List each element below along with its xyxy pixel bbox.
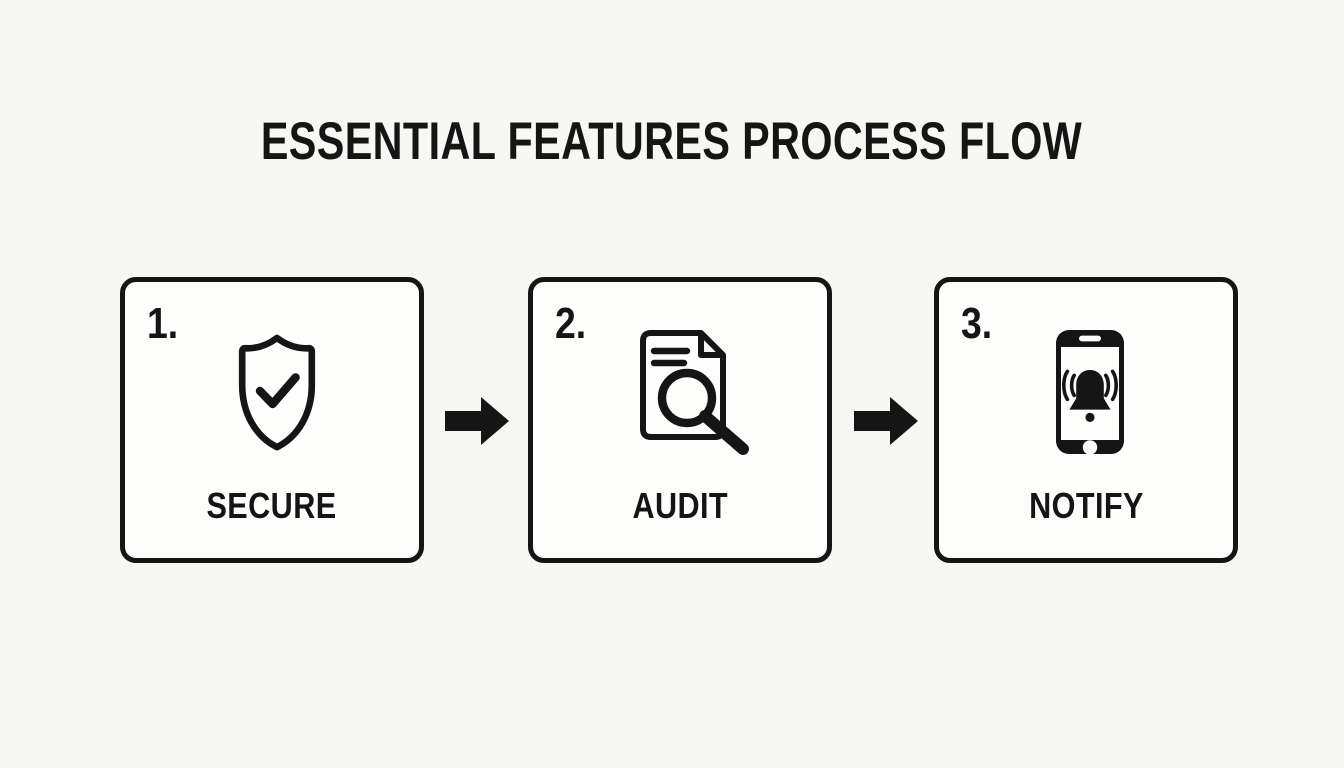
document-search-icon <box>635 329 753 460</box>
page-title-text: ESSENTIAL FEATURES PROCESS FLOW <box>261 112 1083 171</box>
arrow-right-icon <box>854 394 920 453</box>
step-card-audit: 2. AUDIT <box>528 277 832 563</box>
step-number: 1. <box>147 299 179 348</box>
step-number: 2. <box>555 299 587 348</box>
shield-check-icon <box>227 332 327 461</box>
step-label: AUDIT <box>632 485 728 526</box>
page-title: ESSENTIAL FEATURES PROCESS FLOW <box>0 112 1344 173</box>
step-number: 3. <box>961 299 993 348</box>
step-card-notify: 3. NOTIFY <box>934 277 1238 563</box>
step-label: SECURE <box>206 485 338 526</box>
step-card-secure: 1. SECURE <box>120 277 424 563</box>
step-label: NOTIFY <box>1028 485 1144 526</box>
arrow-right-icon <box>445 394 511 453</box>
phone-notification-icon <box>1053 327 1127 462</box>
